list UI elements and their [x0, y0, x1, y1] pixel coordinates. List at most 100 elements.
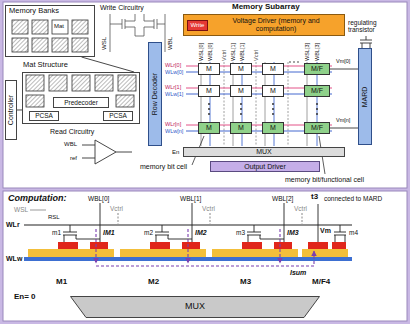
signal-name: WLr	[6, 221, 20, 229]
transistor-symbol	[110, 14, 135, 36]
node-label: M/F	[311, 124, 323, 132]
signal-name: Vm[n]	[336, 117, 350, 123]
transistor-symbol	[63, 225, 100, 242]
signal-name: RSL	[48, 214, 60, 221]
current-arrow	[96, 251, 314, 266]
mat	[72, 20, 88, 34]
memory-cell: M	[230, 85, 252, 97]
signal-name: Vctrl	[110, 205, 123, 212]
transistor-symbol	[334, 225, 346, 242]
voltage-driver-box: Voltage Driver (memory and computation) W…	[183, 14, 345, 36]
node-label: M	[238, 87, 244, 95]
signal-name: WLw[0]	[165, 69, 183, 75]
signal-name: WLr[n]	[165, 121, 181, 127]
signal-name: WBL[0]	[88, 195, 109, 202]
signal-name: WBL[3]	[314, 43, 320, 61]
mat	[32, 38, 48, 52]
memory-cell: M	[198, 63, 220, 75]
cell-contact	[332, 242, 346, 249]
signal-name: Vctrl	[294, 205, 307, 212]
current-arrow	[279, 229, 280, 263]
mat	[72, 38, 88, 52]
signal-name: WLw[1]	[165, 91, 183, 97]
node-label: M	[206, 124, 212, 132]
node-label: M	[238, 124, 244, 132]
node-label: M	[206, 87, 212, 95]
bottom-panel	[3, 191, 407, 321]
signal-name: WBL[1]	[180, 195, 201, 202]
signal-name: t3	[311, 193, 318, 202]
controller-box: Controller	[5, 80, 17, 140]
predecoder-box: Predecoder	[53, 97, 109, 108]
transistor-name: m2	[144, 229, 153, 236]
bit-line	[210, 62, 317, 146]
cell-contact	[308, 242, 328, 249]
current-label: IM3	[287, 229, 299, 237]
row-decoder-box: Row Decoder	[148, 42, 162, 146]
cell-layer	[212, 249, 298, 257]
signal-name: WLw[n]	[165, 128, 183, 134]
mux-trapezoid: MUX	[70, 296, 320, 318]
section-title: Computation:	[8, 194, 67, 204]
node-label: MUX	[185, 302, 205, 312]
top-panel	[3, 2, 407, 188]
signal-name: Vctrl	[253, 50, 259, 61]
signal-name: WSL	[101, 37, 108, 50]
current-path	[96, 229, 314, 266]
mat	[26, 95, 44, 107]
memory-cell: M	[262, 122, 284, 134]
signal-name: connected to MARD	[324, 195, 382, 202]
signal-name: WBL	[167, 37, 174, 50]
memory-cell: M	[230, 122, 252, 134]
source-line	[30, 210, 46, 211]
node-label: M	[206, 65, 212, 73]
functional-cell: M/F	[304, 85, 330, 97]
node-label: Controller	[7, 95, 15, 125]
cell-label: M1	[56, 278, 67, 287]
transistor-symbol	[360, 36, 372, 48]
callout-label: memory bit/functional cell	[285, 176, 364, 184]
current-label: IM2	[195, 229, 207, 237]
signal-name: Vm	[320, 227, 331, 235]
memory-cell: M	[262, 85, 284, 97]
signal-name: En= 0	[14, 293, 36, 302]
transistor-name: m1	[52, 229, 61, 236]
comparator-symbol	[95, 140, 116, 164]
signal-name: WSL[1]	[230, 43, 236, 61]
connector-line	[82, 57, 135, 72]
cell-label: M/F4	[312, 278, 330, 287]
node-label: Memory Banks	[9, 7, 59, 15]
mux-box: MUX	[183, 147, 345, 157]
cell-contact	[58, 242, 78, 249]
control-line	[224, 62, 288, 146]
signal-name: Vctrl	[202, 205, 215, 212]
node-label: Voltage Driver (memory and computation)	[229, 17, 324, 32]
node-label: M/F	[311, 87, 323, 95]
signal-name: WSL	[14, 206, 28, 213]
transistor-symbol	[135, 14, 165, 36]
mat-structure-box: Mat StructurePredecoderPCSAPCSA	[22, 72, 140, 124]
comparator-wire	[82, 145, 132, 158]
transistor-symbol	[155, 225, 192, 242]
transistor-name: m3	[236, 229, 245, 236]
signal-name: WLr[0]	[165, 62, 181, 68]
cell-layer	[302, 249, 348, 257]
write-box: Write	[187, 20, 208, 31]
functional-cell: M/F	[304, 122, 330, 134]
node-label: M	[238, 65, 244, 73]
section-label: Write Circuitry	[100, 4, 144, 12]
signal-name: WBL[0]	[207, 43, 213, 61]
node-label: Mat Structure	[23, 61, 68, 69]
node-label: MARD	[361, 86, 369, 107]
signal-name: WBL[1]	[239, 43, 245, 61]
mux-shape	[71, 297, 320, 318]
ellipsis-dots	[208, 61, 318, 115]
mat	[49, 75, 67, 91]
node-label: M	[270, 65, 276, 73]
memory-cell: M	[230, 63, 252, 75]
memory-cell: M	[198, 85, 220, 97]
section-label: Read Circuitry	[50, 128, 94, 136]
